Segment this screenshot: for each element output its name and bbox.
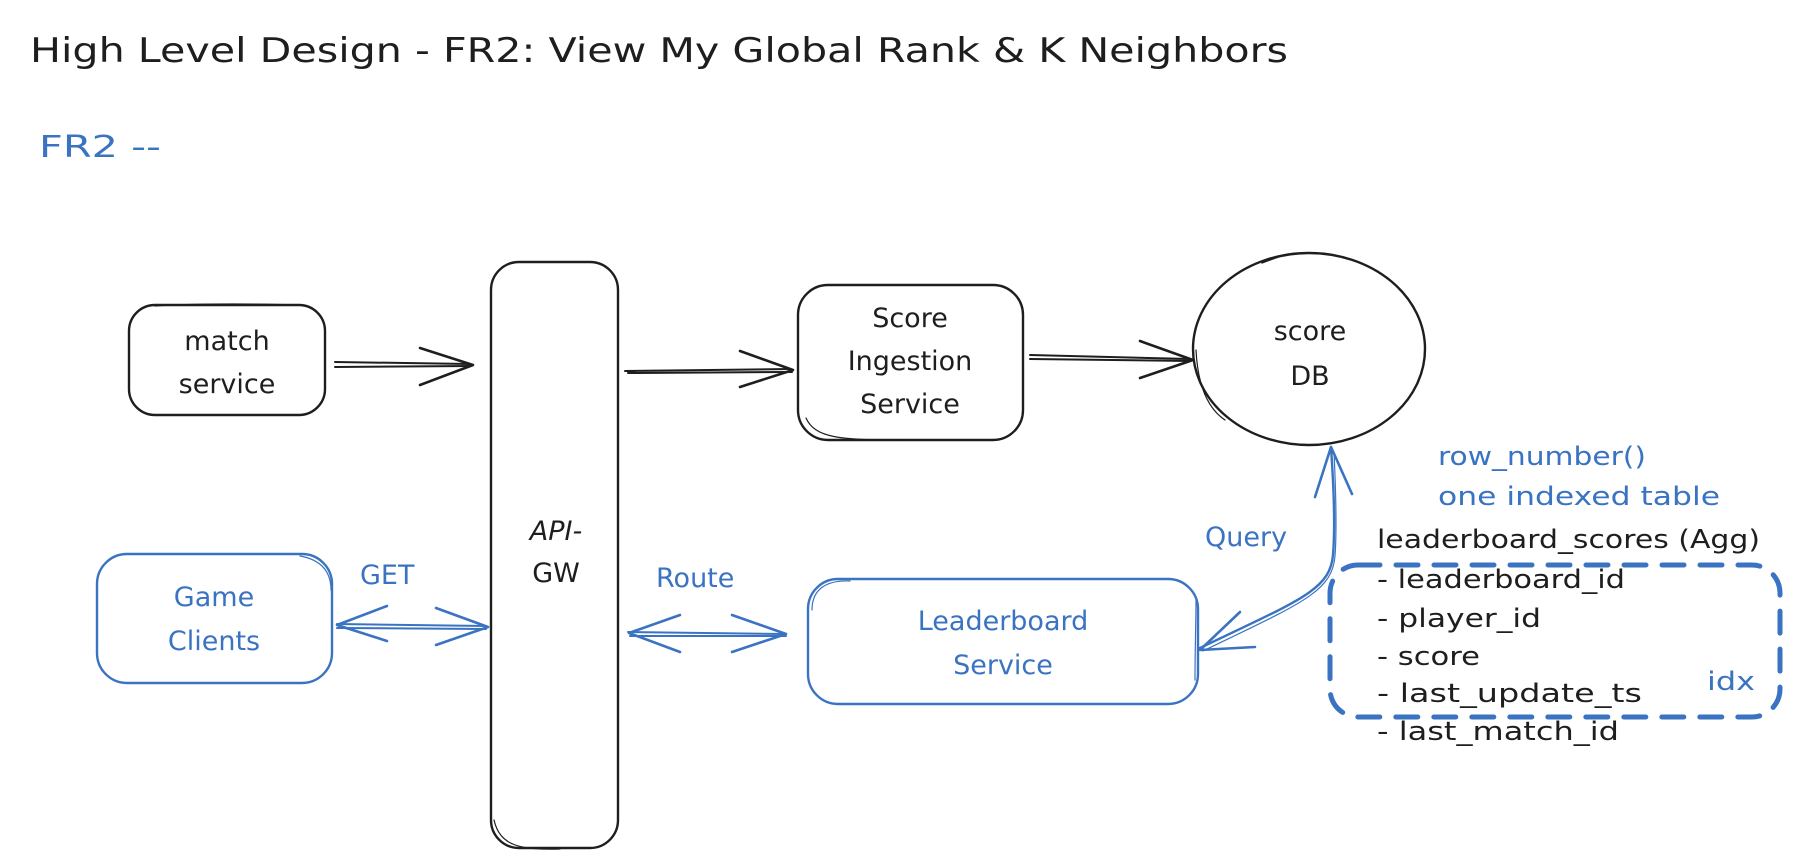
api-gateway-label-line-1: API-: [528, 516, 582, 547]
score-db-circle: [1191, 251, 1427, 447]
schema-column: - last_update_ts: [1377, 679, 1642, 709]
schema-column: - score: [1377, 642, 1480, 672]
match-service-label-line-1: match: [184, 326, 269, 357]
score-ingestion-label-line-3: Service: [860, 389, 960, 420]
indexed-table-note: one indexed table: [1438, 482, 1720, 512]
game-clients-label-line-2: Clients: [168, 626, 260, 657]
game-clients-node[interactable]: Game Clients: [95, 552, 334, 685]
row-number-note: row_number(): [1438, 442, 1646, 472]
sketch-stroke: [1261, 253, 1291, 264]
sketch-stroke: [1194, 599, 1197, 681]
leaderboard-service-label-line-1: Leaderboard: [918, 606, 1089, 637]
get-edge-label: GET: [360, 560, 415, 591]
leaderboard-service-label-line-2: Service: [953, 650, 1053, 681]
schema-column: - player_id: [1377, 604, 1541, 634]
query-edge-label: Query: [1205, 522, 1287, 553]
section-subtitle: FR2 --: [39, 130, 161, 165]
arrow-leaderboard-db-query: [1198, 445, 1354, 652]
arrow-apigw-leaderboard-bidirectional: [627, 613, 788, 654]
score-ingestion-label-line-1: Score: [872, 303, 948, 334]
schema-column: - last_match_id: [1377, 717, 1619, 747]
api-gateway-box: [489, 260, 620, 850]
api-gateway-node[interactable]: API- GW: [489, 260, 620, 850]
game-clients-box: [95, 552, 334, 685]
arrow-match-to-apigw: [334, 346, 475, 387]
score-ingestion-service-box: [796, 283, 1025, 442]
api-gateway-label-line-2: GW: [532, 558, 580, 589]
match-service-node[interactable]: match service: [127, 303, 327, 417]
leaderboard-service-node[interactable]: Leaderboard Service: [806, 577, 1200, 706]
leaderboard-service-box: [806, 577, 1200, 706]
score-db-label-line-2: DB: [1290, 361, 1329, 392]
schema-table-name: leaderboard_scores (Agg): [1377, 525, 1760, 555]
index-dashed-outline: [1327, 562, 1783, 720]
arrow-apigw-to-score-ingestion: [624, 349, 795, 389]
sketch-stroke: [493, 819, 561, 850]
sketch-stroke: [154, 303, 301, 307]
match-service-box: [127, 303, 327, 417]
game-clients-label-line-1: Game: [174, 582, 254, 613]
score-ingestion-service-node[interactable]: Score Ingestion Service: [796, 283, 1025, 442]
score-db-node[interactable]: score DB: [1191, 251, 1427, 447]
arrow-game-clients-apigw-bidirectional: [335, 604, 490, 647]
score-db-label-line-1: score: [1274, 316, 1347, 347]
sketch-stroke: [299, 555, 332, 591]
route-edge-label: Route: [656, 563, 734, 594]
sketch-stroke: [1195, 349, 1226, 421]
index-label: idx: [1707, 667, 1755, 697]
sketch-stroke: [811, 580, 851, 611]
schema-column: - leaderboard_id: [1377, 565, 1625, 595]
page-title: High Level Design - FR2: View My Global …: [30, 31, 1288, 71]
arrow-score-ingestion-to-db: [1029, 339, 1195, 380]
match-service-label-line-2: service: [179, 369, 276, 400]
score-ingestion-label-line-2: Ingestion: [848, 346, 973, 377]
sketch-stroke: [805, 417, 901, 441]
